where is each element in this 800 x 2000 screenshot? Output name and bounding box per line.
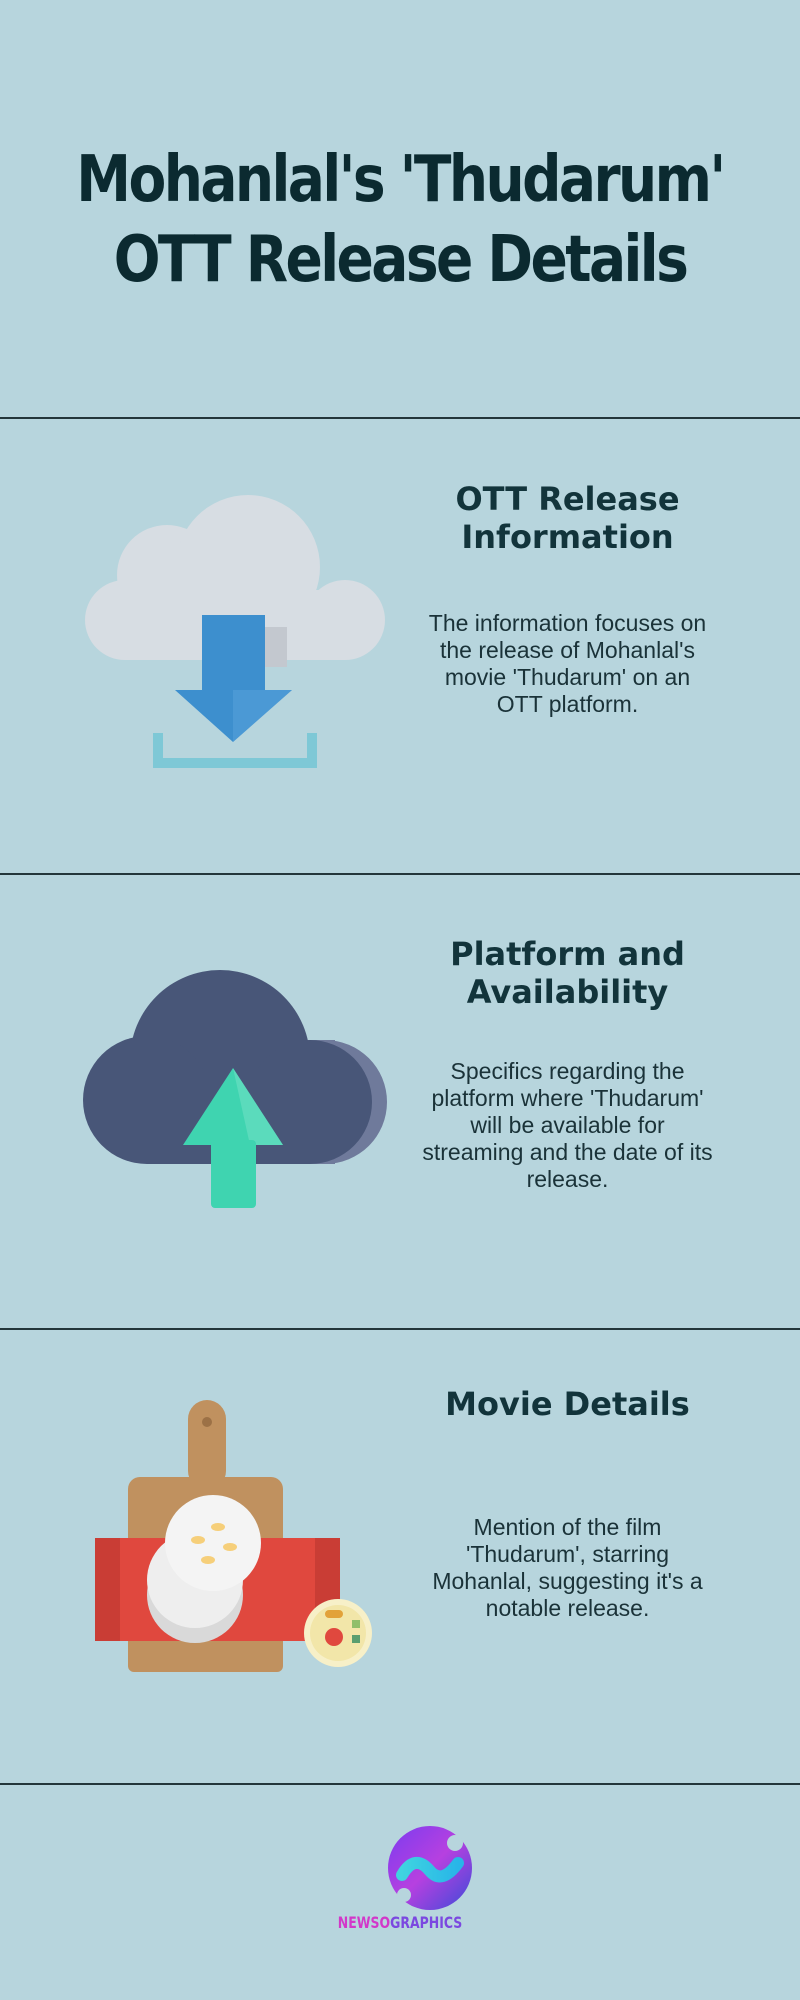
- section-3-title: Movie Details: [445, 1385, 690, 1423]
- tray: [153, 733, 317, 768]
- section-3-text: Mention of the film 'Thudarum', starring…: [432, 1514, 703, 1621]
- board-handle: [188, 1400, 226, 1490]
- bowl: [304, 1599, 372, 1667]
- food-board-icon: [95, 1400, 372, 1672]
- cloud-upload-icon: [83, 970, 387, 1208]
- arrow-shadow: [265, 627, 287, 667]
- section-divider: [0, 1783, 800, 1785]
- download-arrow: [175, 615, 292, 742]
- plates: [147, 1495, 261, 1643]
- section-1-text: The information focuses on the release o…: [428, 610, 707, 717]
- section-divider: [0, 1328, 800, 1330]
- cloud-download-icon: [85, 495, 385, 768]
- section-divider: [0, 417, 800, 419]
- section-1-title: OTT Release Information: [455, 480, 680, 556]
- page-title: Mohanlal's 'Thudarum' OTT Release Detail…: [56, 140, 744, 300]
- cloud-front: [83, 970, 372, 1164]
- section-2-title: Platform and Availability: [450, 935, 685, 1011]
- page-title-line-1: Mohanlal's 'Thudarum': [76, 143, 726, 217]
- section-divider: [0, 873, 800, 875]
- page-title-line-2: OTT Release Details: [113, 223, 689, 297]
- brand-name: NEWSOGRAPHICS: [337, 1913, 463, 1932]
- newsographics-logo-icon: [388, 1826, 472, 1910]
- upload-arrow: [183, 1068, 283, 1208]
- section-2-text: Specifics regarding the platform where '…: [422, 1058, 713, 1192]
